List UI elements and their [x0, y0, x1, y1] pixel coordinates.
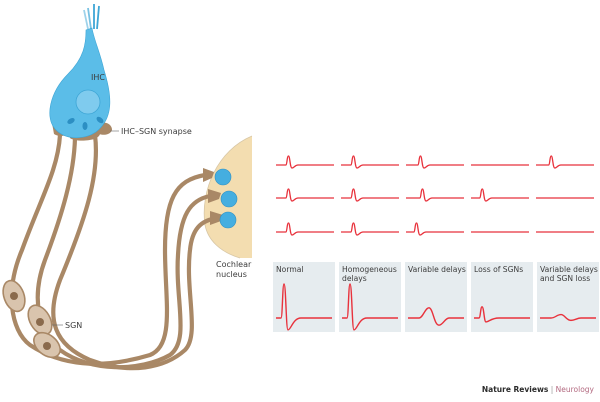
- panel-title: Normal: [276, 265, 303, 274]
- journal-name: Nature Reviews: [481, 385, 549, 394]
- single-fiber-trace: [406, 188, 464, 202]
- target-cell: [214, 168, 232, 186]
- summed-response-trace: [540, 313, 596, 322]
- panel-title: Homogeneous: [342, 265, 397, 274]
- journal-section: Neurology: [555, 385, 594, 394]
- single-fiber-trace: [471, 188, 529, 202]
- single-fiber-trace: [276, 155, 334, 169]
- cochlear-nucleus-label-1: Cochlear: [216, 260, 252, 269]
- single-fiber-trace: [341, 155, 399, 169]
- ihc-ribbons: [67, 116, 104, 130]
- single-fiber-trace: [276, 222, 334, 236]
- journal-separator: |: [548, 385, 556, 394]
- axon-terminals: [203, 168, 223, 225]
- panel-title: and SGN loss: [540, 274, 590, 283]
- summed-response-trace: [342, 283, 398, 331]
- summed-response-trace: [408, 307, 464, 326]
- single-fiber-trace: [406, 222, 464, 236]
- single-fiber-trace: [406, 155, 464, 169]
- panel-background: [537, 262, 599, 332]
- cochlear-nucleus-label-2: nucleus: [216, 270, 247, 279]
- ihc-nucleus: [75, 89, 101, 115]
- single-fiber-trace: [341, 188, 399, 202]
- single-fiber-traces: [276, 155, 594, 236]
- ihc-label: IHC: [91, 73, 105, 82]
- journal-credit: Nature Reviews | Neurology: [482, 385, 594, 394]
- target-cell: [219, 211, 237, 229]
- cochlear-nucleus-cells: [214, 168, 238, 229]
- panel-background: [405, 262, 467, 332]
- single-fiber-trace: [341, 222, 399, 236]
- panel-title: Variable delays: [540, 265, 598, 274]
- panel-title: Loss of SGNs: [474, 265, 523, 274]
- panel-background: [471, 262, 533, 332]
- stereocilia: [83, 4, 100, 30]
- panel-title: delays: [342, 274, 367, 283]
- synapse-label: IHC–SGN synapse: [121, 127, 192, 136]
- single-fiber-trace: [536, 155, 594, 169]
- summed-response-trace: [474, 306, 530, 323]
- summed-response-trace: [276, 283, 332, 331]
- target-cell: [220, 190, 238, 208]
- panel-title: Variable delays: [408, 265, 466, 274]
- sgn-label: SGN: [65, 321, 82, 330]
- sgn-fibers: [9, 132, 221, 371]
- single-fiber-trace: [276, 188, 334, 202]
- sgn-cell-bodies: [2, 279, 61, 359]
